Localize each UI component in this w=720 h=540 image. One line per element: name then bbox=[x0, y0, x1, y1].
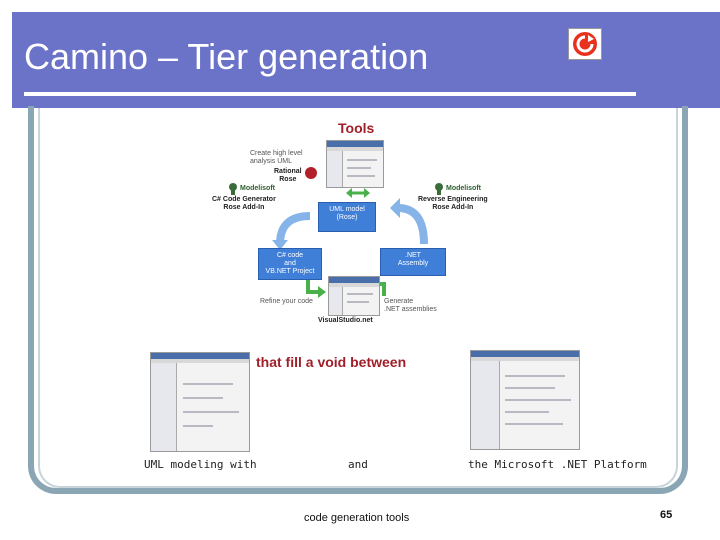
uml-modeling-label: UML modeling with bbox=[144, 458, 257, 471]
net-assembly-box: .NET Assembly bbox=[380, 248, 446, 276]
right-vendor: Modelisoft bbox=[446, 185, 481, 192]
double-arrow-icon bbox=[346, 188, 370, 198]
left-product: C# Code Generator Rose Add-In bbox=[212, 196, 276, 211]
top-note: Create high level analysis UML bbox=[250, 150, 303, 165]
uml-model-box: UML model (Rose) bbox=[318, 202, 376, 232]
uml-tool-screenshot bbox=[150, 352, 250, 452]
generate-note: Generate .NET assemblies bbox=[384, 298, 437, 313]
page-number: 65 bbox=[660, 509, 673, 521]
void-text: that fill a void between bbox=[256, 354, 407, 370]
green-arrow-left bbox=[306, 280, 326, 298]
csharp-code-box: C# code and VB.NET Project bbox=[258, 248, 322, 280]
rational-rose-label: Rational Rose bbox=[274, 168, 302, 183]
tools-title: Tools bbox=[338, 120, 375, 136]
visual-studio-label: VisualStudio.net bbox=[318, 317, 373, 324]
right-product: Reverse Engineering Rose Add-In bbox=[418, 196, 488, 211]
slide-title: Camino – Tier generation bbox=[24, 36, 429, 77]
content-frame bbox=[28, 106, 688, 494]
vs-screenshot bbox=[328, 276, 380, 316]
refine-note: Refine your code bbox=[260, 298, 313, 305]
dotnet-platform-label: the Microsoft .NET Platform bbox=[468, 458, 647, 471]
content-frame-inner bbox=[38, 108, 678, 488]
rose-screenshot bbox=[326, 140, 384, 188]
and-label: and bbox=[348, 458, 368, 471]
curved-arrow-left bbox=[272, 212, 311, 250]
left-vendor: Modelisoft bbox=[240, 185, 275, 192]
rose-icon bbox=[305, 167, 317, 179]
dotnet-screenshot bbox=[470, 350, 580, 450]
refresh-icon bbox=[573, 32, 597, 56]
modelisoft-right-icon bbox=[435, 183, 443, 195]
logo bbox=[568, 28, 602, 60]
modelisoft-left-icon bbox=[229, 183, 237, 195]
curved-arrow-right bbox=[390, 198, 428, 245]
footer-text: code generation tools bbox=[304, 512, 410, 524]
title-underline bbox=[24, 92, 636, 96]
